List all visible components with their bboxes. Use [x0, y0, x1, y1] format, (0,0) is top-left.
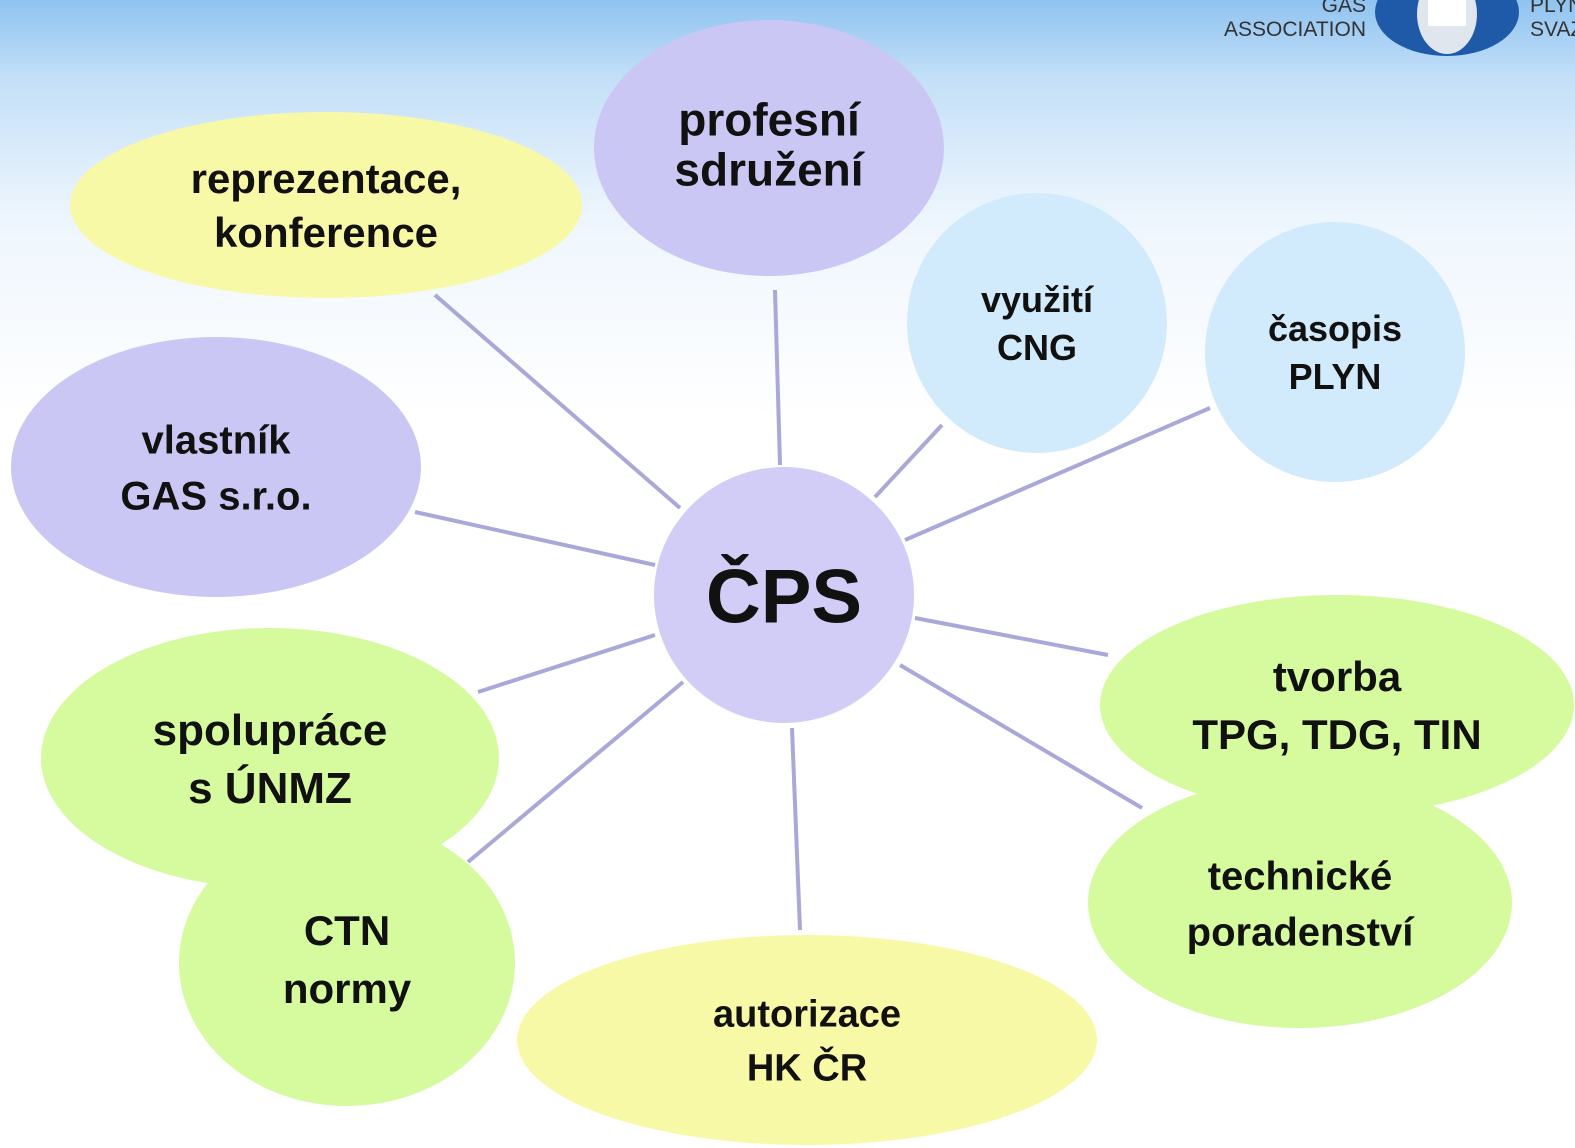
node-spoluprace-label-2: s ÚNMZ [188, 763, 352, 813]
node-autorizace-label-2: HK ČR [747, 1045, 867, 1090]
node-tvorba-label-2: TPG, TDG, TIN [1192, 711, 1481, 758]
connector-ctn [466, 680, 685, 864]
node-reprezentace-label-1: reprezentace, [191, 155, 462, 202]
node-casopis-label-1: časopis [1268, 308, 1402, 349]
node-reprezentace-label-2: konference [214, 209, 438, 256]
node-casopis-shape [1205, 222, 1465, 482]
node-vyuziti-label-1: využití [981, 279, 1094, 320]
connector-technicke [898, 663, 1144, 810]
connector-casopis [904, 406, 1211, 542]
node-tvorba-shape [1100, 595, 1574, 815]
node-profesni-label-1: profesní [678, 94, 862, 146]
connector-vlastnik [414, 510, 656, 567]
node-tvorba-label-1: tvorba [1273, 653, 1402, 700]
node-ctn: CTN normy [179, 820, 515, 1106]
node-spoluprace: spolupráce s ÚNMZ [41, 628, 499, 888]
node-vyuziti-label-2: CNG [997, 327, 1077, 368]
node-spoluprace-shape [41, 628, 499, 888]
node-vlastnik-shape [11, 337, 421, 597]
node-profesni-label-2: sdružení [674, 144, 865, 196]
connector-profesni [773, 289, 782, 466]
node-ctn-shape [179, 820, 515, 1106]
node-reprezentace: reprezentace, konference [70, 112, 582, 298]
node-cps-label-1: ČPS [706, 554, 862, 639]
node-profesni-shape [594, 20, 944, 276]
node-cps: ČPS [654, 467, 914, 723]
node-ctn-label-2: normy [283, 965, 412, 1012]
connector-autorizace [790, 727, 802, 931]
node-technicke-label-2: poradenství [1187, 910, 1416, 954]
node-technicke-label-1: technické [1208, 854, 1393, 898]
node-autorizace-label-1: autorizace [713, 994, 901, 1036]
node-autorizace-shape [517, 935, 1097, 1145]
concept-nodes: reprezentace,konferenceprofesnísdruženív… [11, 20, 1574, 1145]
logo-text-gas: GAS [1322, 0, 1366, 17]
connector-reprezentace [433, 293, 682, 510]
node-technicke: technické poradenství [1088, 778, 1512, 1028]
node-vlastnik-label-1: vlastník [142, 418, 292, 462]
connector-spoluprace [477, 633, 656, 694]
node-vlastnik-label-2: GAS s.r.o. [120, 474, 311, 518]
node-casopis-label-2: PLYN [1289, 356, 1382, 397]
node-cps-shape [654, 467, 914, 723]
node-spoluprace-label-1: spolupráce [153, 706, 388, 755]
logo-text-svaz: SVAZ [1530, 18, 1575, 41]
node-technicke-shape [1088, 778, 1512, 1028]
logo-text-plyn: PLYN [1530, 0, 1575, 17]
connector-vyuziti [873, 423, 944, 499]
connector-tvorba [914, 616, 1109, 657]
node-reprezentace-shape [70, 112, 582, 298]
node-vyuziti-shape [907, 193, 1167, 453]
logo-text-association: ASSOCIATION [1224, 18, 1366, 41]
node-autorizace: autorizace HK ČR [517, 935, 1097, 1145]
cps-logo-mark-icon [1375, 0, 1519, 56]
node-ctn-label-1: CTN [304, 907, 390, 954]
connector-lines [414, 289, 1211, 931]
